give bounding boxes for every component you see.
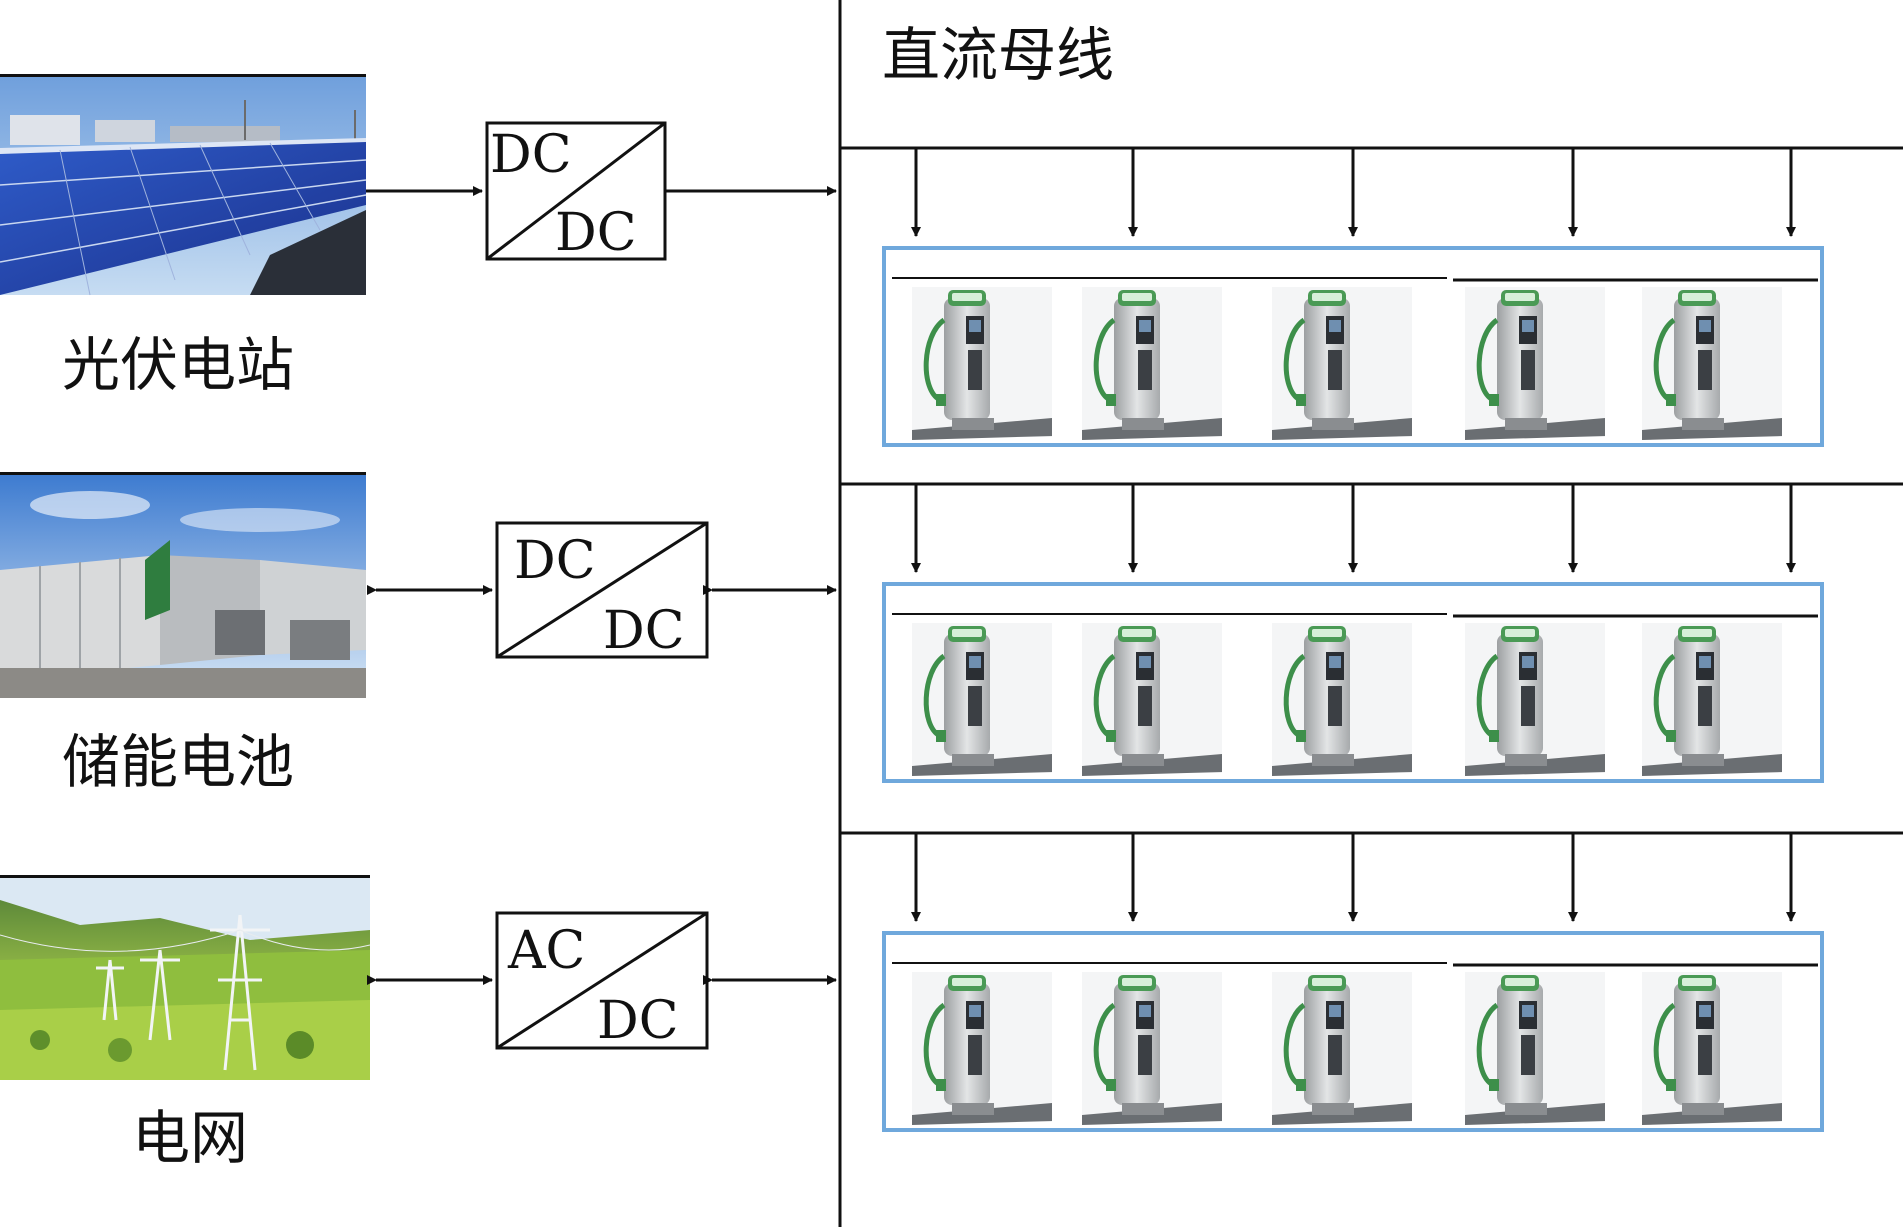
charger-groups <box>840 146 1903 1132</box>
converter-storage-top: DC <box>514 531 595 591</box>
dc-dc-converter-storage: DC DC <box>495 521 709 661</box>
ev-charger-icon <box>912 623 1052 776</box>
ev-charger-icon <box>1272 623 1412 776</box>
ev-charger-icon <box>912 972 1052 1125</box>
charger-group <box>840 146 1903 447</box>
ev-charger-icon <box>1272 287 1412 440</box>
converter-grid-bottom: DC <box>597 991 678 1051</box>
converter-grid-top: AC <box>507 921 585 981</box>
ev-charger-icon <box>1272 972 1412 1125</box>
ev-charger-icon <box>1465 623 1605 776</box>
converter-solar-bottom: DC <box>555 203 636 263</box>
ev-charger-icon <box>1465 287 1605 440</box>
storage-battery-label: 储能电池 <box>62 728 294 796</box>
ev-charger-icon <box>1465 972 1605 1125</box>
dc-bus-label: 直流母线 <box>882 21 1114 89</box>
solar-station-label: 光伏电站 <box>62 331 294 399</box>
power-grid-label: 电网 <box>132 1104 248 1172</box>
solar-panels-photo <box>0 74 367 296</box>
ev-charger-icon <box>1082 623 1222 776</box>
power-grid-photo <box>0 875 371 1080</box>
ev-charger-icon <box>1642 972 1782 1125</box>
battery-storage-photo <box>0 472 366 698</box>
ac-dc-converter-grid: AC DC <box>495 911 709 1051</box>
charger-group <box>840 831 1903 1132</box>
charger-group <box>840 482 1903 783</box>
ev-charger-icon <box>912 287 1052 440</box>
ev-charger-icon <box>1082 287 1222 440</box>
converter-storage-bottom: DC <box>603 601 684 661</box>
dc-dc-converter-solar: DC DC <box>485 121 667 263</box>
converter-solar-top: DC <box>490 125 571 185</box>
ev-charger-icon <box>1642 287 1782 440</box>
ev-charger-icon <box>1082 972 1222 1125</box>
ev-charger-icon <box>1642 623 1782 776</box>
